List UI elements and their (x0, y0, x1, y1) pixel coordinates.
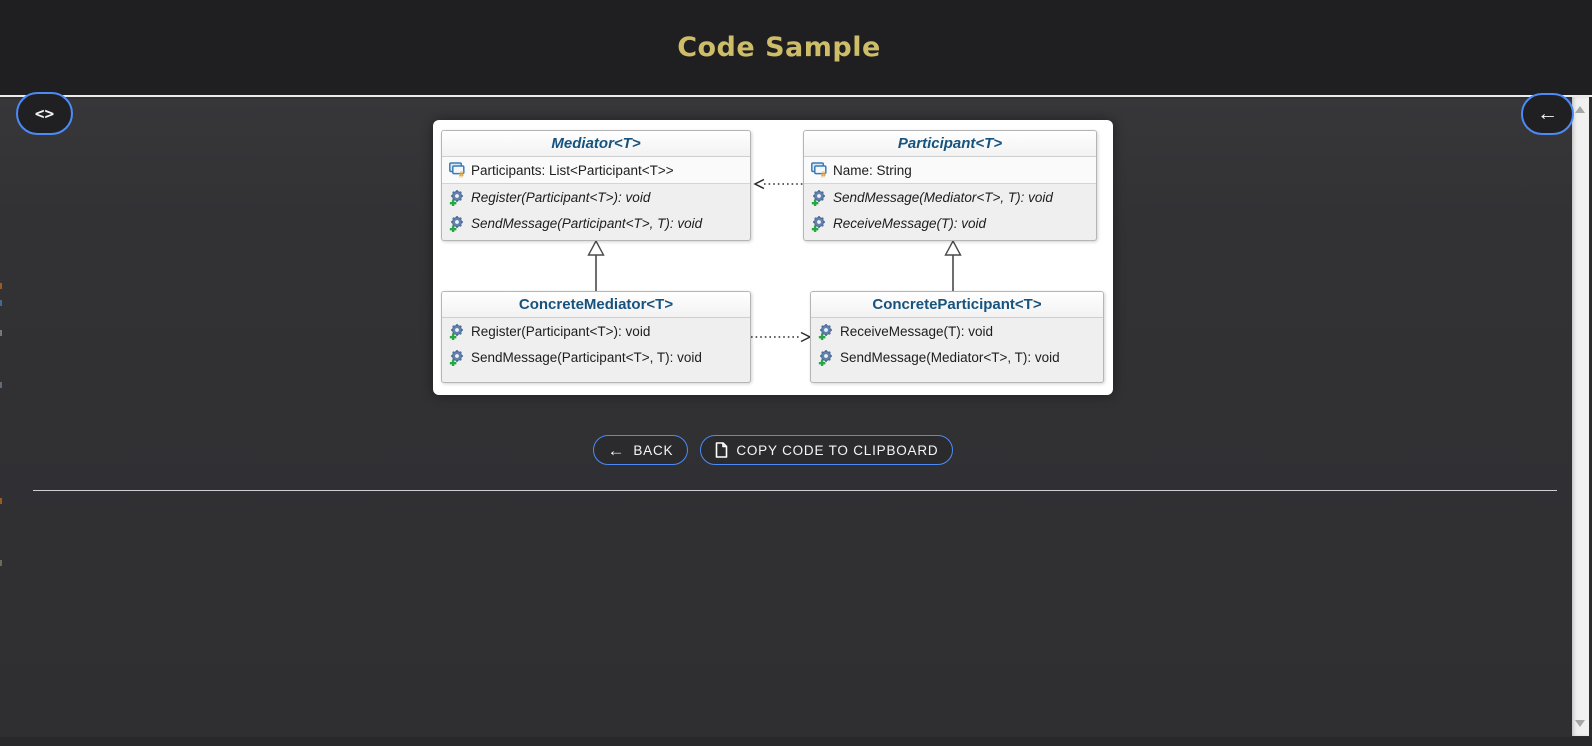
method-icon (448, 323, 466, 340)
method-label: SendMessage(Participant<T>, T): void (471, 215, 703, 231)
copy-code-button[interactable]: COPY CODE TO CLIPBOARD (700, 435, 954, 465)
method-label: Register(Participant<T>): void (471, 189, 651, 205)
action-toolbar: ← BACK COPY CODE TO CLIPBOARD (0, 434, 1546, 466)
back-arrow-icon: ← (607, 440, 626, 460)
uml-class-concrete-participant: ConcreteParticipant<T> ReceiveMessage(T)… (810, 291, 1104, 383)
method-label: SendMessage(Mediator<T>, T): void (833, 189, 1053, 205)
class-method-row: Register(Participant<T>): void (442, 318, 750, 344)
collapsed-code-edge (0, 382, 2, 388)
class-property-row: # Name: String (804, 157, 1096, 183)
right-edge (1589, 97, 1592, 736)
class-method-row: ReceiveMessage(T): void (811, 318, 1103, 344)
method-icon (810, 215, 828, 232)
class-method-row: SendMessage(Participant<T>, T): void (442, 344, 750, 370)
uml-diagram-panel: Mediator<T> # Participants: List<Partici… (433, 120, 1113, 395)
collapsed-code-edge (0, 560, 2, 566)
method-label: ReceiveMessage(T): void (840, 323, 994, 339)
uml-relation-arrows (587, 178, 962, 343)
page-title: Code Sample (677, 32, 881, 63)
back-button[interactable]: ← BACK (592, 435, 689, 465)
class-method-row: SendMessage(Participant<T>, T): void (442, 210, 750, 236)
svg-text:#: # (821, 170, 826, 179)
method-label: Register(Participant<T>): void (471, 323, 651, 339)
property-label: Participants: List<Participant<T>> (471, 162, 674, 178)
method-icon (448, 189, 466, 206)
back-arrow-icon: ← (1537, 102, 1558, 125)
code-icon: <> (34, 104, 55, 123)
class-property-row: # Participants: List<Participant<T>> (442, 157, 750, 183)
class-title: ConcreteParticipant<T> (811, 292, 1103, 318)
collapsed-code-edge (0, 330, 2, 336)
class-method-row: SendMessage(Mediator<T>, T): void (804, 184, 1096, 210)
copy-code-button-label: COPY CODE TO CLIPBOARD (736, 442, 939, 458)
property-label: Name: String (833, 162, 912, 178)
method-icon (817, 349, 835, 366)
uml-class-mediator: Mediator<T> # Participants: List<Partici… (441, 130, 751, 241)
uml-class-concrete-mediator: ConcreteMediator<T> Register(Participant… (441, 291, 751, 383)
scrollbar-down-arrow[interactable] (1575, 720, 1585, 727)
back-circle-button[interactable]: ← (1521, 93, 1574, 135)
collapsed-code-edge (0, 300, 2, 306)
method-icon (448, 349, 466, 366)
code-view-toggle-button[interactable]: <> (16, 92, 73, 135)
method-label: SendMessage(Participant<T>, T): void (471, 349, 702, 365)
class-method-row: Register(Participant<T>): void (442, 184, 750, 210)
method-label: SendMessage(Mediator<T>, T): void (840, 349, 1060, 365)
property-icon: # (810, 162, 828, 179)
header-bar: Code Sample (0, 0, 1592, 97)
method-icon (817, 323, 835, 340)
method-label: ReceiveMessage(T): void (833, 215, 987, 231)
class-title: ConcreteMediator<T> (442, 292, 750, 318)
back-button-label: BACK (633, 442, 674, 458)
horizontal-divider (33, 490, 1557, 491)
collapsed-code-edge (0, 498, 2, 504)
method-icon (448, 215, 466, 232)
class-method-row: SendMessage(Mediator<T>, T): void (811, 344, 1103, 370)
collapsed-code-edge (0, 283, 2, 289)
uml-class-participant: Participant<T> # Name: String SendMessag… (803, 130, 1097, 241)
property-icon: # (448, 162, 466, 179)
svg-text:#: # (459, 170, 464, 179)
copy-document-icon (715, 442, 728, 458)
bottom-edge-strip (0, 737, 1592, 746)
method-icon (810, 189, 828, 206)
scrollbar-up-arrow[interactable] (1575, 106, 1585, 113)
vertical-scrollbar[interactable] (1572, 97, 1589, 736)
class-title: Mediator<T> (442, 131, 750, 157)
class-method-row: ReceiveMessage(T): void (804, 210, 1096, 236)
class-title: Participant<T> (804, 131, 1096, 157)
